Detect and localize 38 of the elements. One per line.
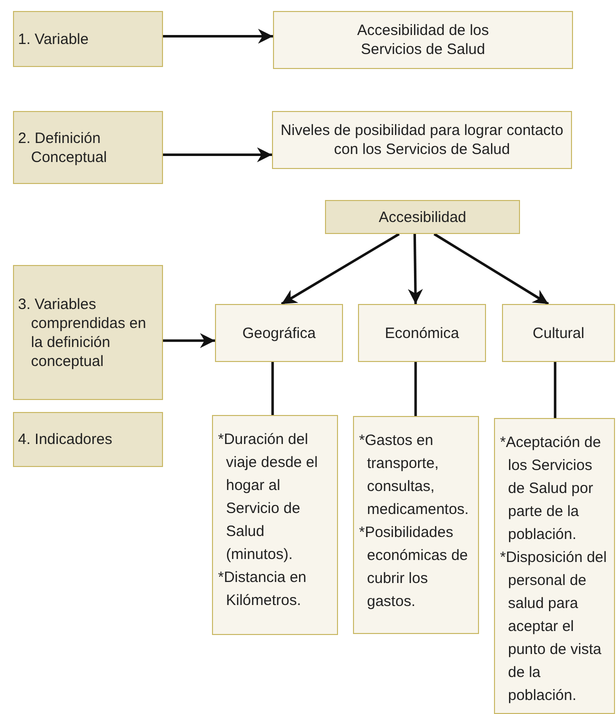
arrow bbox=[163, 147, 272, 162]
connector-line bbox=[271, 362, 274, 415]
indicator-box bbox=[494, 418, 615, 714]
indicator-text: *Distancia en Kilómetros. bbox=[218, 568, 308, 611]
arrow bbox=[408, 234, 423, 304]
definition-text: Accesibilidad de los Servicios de Salud bbox=[356, 21, 490, 59]
indicator-text: *Aceptación de los Servicios de Salud por parte de la población. bbox=[500, 433, 602, 545]
step-label-box bbox=[13, 111, 163, 184]
step-label-box bbox=[13, 265, 163, 400]
arrow bbox=[280, 232, 400, 306]
step-label: 2. Definición Conceptual bbox=[18, 128, 108, 166]
indicator-box bbox=[353, 416, 479, 634]
indicator-text: *Posibilidades económicas de cubrir los gastos. bbox=[359, 523, 469, 612]
dimension-box bbox=[358, 304, 486, 362]
dimension-name: Económica bbox=[384, 324, 460, 342]
definition-text: Niveles de posibilidad para lograr contacto con los Servicios de Salud bbox=[280, 121, 564, 159]
arrow bbox=[163, 333, 215, 348]
dimension-box bbox=[215, 304, 343, 362]
step-label-box bbox=[13, 412, 163, 467]
indicator-text: *Disposición del personal de salud para aceptar el punto de vista de la población. bbox=[500, 548, 608, 706]
connector-line bbox=[414, 362, 417, 416]
concept-box bbox=[325, 200, 520, 234]
indicator-text: *Duración del viaje desde el hogar al Servicio de Salud (minutos). bbox=[218, 430, 319, 565]
dimension-box bbox=[502, 304, 615, 362]
arrow bbox=[434, 232, 549, 306]
step-label: 4. Indicadores bbox=[18, 430, 114, 449]
indicator-text: *Gastos en transporte, consultas, medicamentos. bbox=[359, 431, 470, 520]
concept-title: Accesibilidad bbox=[378, 208, 466, 226]
dimension-name: Geográfica bbox=[242, 324, 316, 342]
definition-box bbox=[273, 11, 573, 69]
step-label: 3. Variables comprendidas en la definición conceptual bbox=[18, 294, 148, 370]
step-label: 1. Variable bbox=[18, 30, 90, 48]
step-label-box bbox=[13, 11, 163, 67]
arrow bbox=[163, 28, 273, 44]
dimension-name: Cultural bbox=[532, 324, 584, 342]
indicator-box bbox=[212, 415, 338, 635]
definition-box bbox=[272, 111, 572, 169]
connector-line bbox=[554, 362, 556, 418]
